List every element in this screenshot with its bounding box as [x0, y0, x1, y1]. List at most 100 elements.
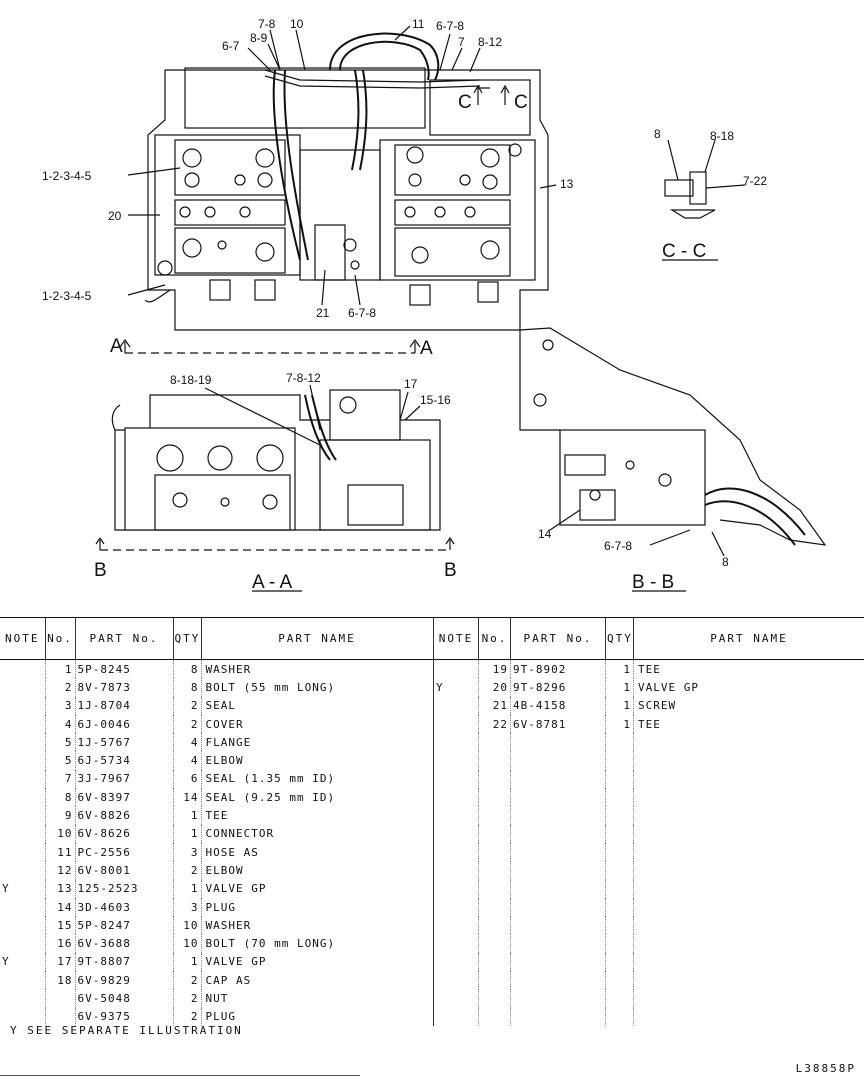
cell-name: HOSE AS [201, 842, 434, 862]
cell-part-no: 125-2523 [75, 879, 174, 898]
cell-qty: 8 [173, 678, 202, 697]
table-row [433, 952, 864, 972]
cell-note [433, 934, 479, 953]
cell-qty: 8 [173, 659, 202, 679]
cell-qty: 2 [173, 1007, 202, 1026]
hoses [144, 32, 481, 303]
callout-1-2-3-4-5-lower: 1-2-3-4-5 [42, 289, 92, 303]
cell-qty: 2 [173, 861, 202, 880]
table-row [433, 751, 864, 770]
cell-no [478, 879, 511, 898]
cell-name: WASHER [201, 659, 434, 679]
callout-8-bb: 8 [722, 555, 729, 569]
callout-6-7: 6-7 [222, 39, 240, 53]
cell-no: 4 [45, 714, 76, 734]
cell-part-no [510, 842, 606, 862]
table-row [433, 842, 864, 862]
table-row [433, 989, 864, 1008]
cell-no [45, 989, 76, 1008]
cell-part-no [510, 1007, 606, 1026]
cell-no [478, 934, 511, 953]
cell-part-no: 6V-8397 [75, 788, 174, 807]
section-a-a-view: 8-18-19 7-8-12 17 15-16 B B A - A [94, 371, 457, 593]
cell-no [478, 733, 511, 752]
cell-qty: 1 [605, 659, 634, 679]
cell-no: 3 [45, 696, 76, 715]
cell-no: 5 [45, 751, 76, 770]
cell-qty: 1 [605, 714, 634, 734]
cell-note [433, 751, 479, 770]
cell-qty [605, 989, 634, 1008]
cell-qty [605, 769, 634, 789]
cell-no [478, 769, 511, 789]
header-qty: QTY [605, 617, 634, 660]
cell-qty: 1 [173, 806, 202, 825]
cell-qty [605, 952, 634, 972]
cell-note [433, 733, 479, 752]
cell-note [433, 861, 479, 880]
cell-qty: 1 [605, 678, 634, 697]
cell-note [0, 714, 46, 734]
cell-qty [605, 916, 634, 935]
cell-no: 21 [478, 696, 511, 715]
table-row [433, 806, 864, 825]
cell-no: 11 [45, 842, 76, 862]
cell-qty [605, 824, 634, 843]
cell-name: CAP AS [201, 971, 434, 990]
cell-no: 19 [478, 659, 511, 679]
table-header-row: NOTE No. PART No. QTY PART NAME [0, 617, 434, 660]
cell-name: BOLT (55 mm LONG) [201, 678, 434, 697]
section-marker-c-right: C [514, 92, 528, 113]
cell-qty: 4 [173, 751, 202, 770]
cell-qty [605, 879, 634, 898]
top-view [119, 32, 549, 354]
cell-no [478, 897, 511, 917]
cell-name: SEAL [201, 696, 434, 715]
callout-7: 7 [458, 35, 465, 49]
callout-10: 10 [290, 17, 304, 31]
cell-no [45, 1007, 76, 1026]
cell-qty [605, 806, 634, 825]
section-marker-a-left: A [110, 336, 123, 357]
cell-note [433, 769, 479, 789]
cell-name [633, 769, 864, 789]
cell-part-no: 4B-4158 [510, 696, 606, 715]
cell-note [0, 733, 46, 752]
footnote: Y SEE SEPARATE ILLUSTRATION [10, 1024, 243, 1037]
cell-qty: 2 [173, 696, 202, 715]
cell-name [633, 897, 864, 917]
port-holes [157, 143, 522, 276]
cell-part-no [510, 879, 606, 898]
cell-note [0, 824, 46, 843]
cell-note [433, 916, 479, 935]
callout-8-18-19: 8-18-19 [170, 373, 212, 387]
section-marker-a-right: A [420, 338, 433, 359]
table-row [433, 824, 864, 843]
cell-name: TEE [633, 659, 864, 679]
table-header-row: NOTE No. PART No. QTY PART NAME [433, 617, 864, 660]
cell-qty [605, 897, 634, 917]
cell-note [0, 934, 46, 953]
callout-7-8-12: 7-8-12 [286, 371, 321, 385]
cell-part-no [510, 952, 606, 972]
header-note: NOTE [0, 617, 46, 660]
header-qty: QTY [173, 617, 202, 660]
cell-part-no [510, 751, 606, 770]
cell-qty: 1 [605, 696, 634, 715]
callout-8-18: 8-18 [710, 129, 734, 143]
cell-qty [605, 861, 634, 880]
header-no: No. [45, 617, 76, 660]
